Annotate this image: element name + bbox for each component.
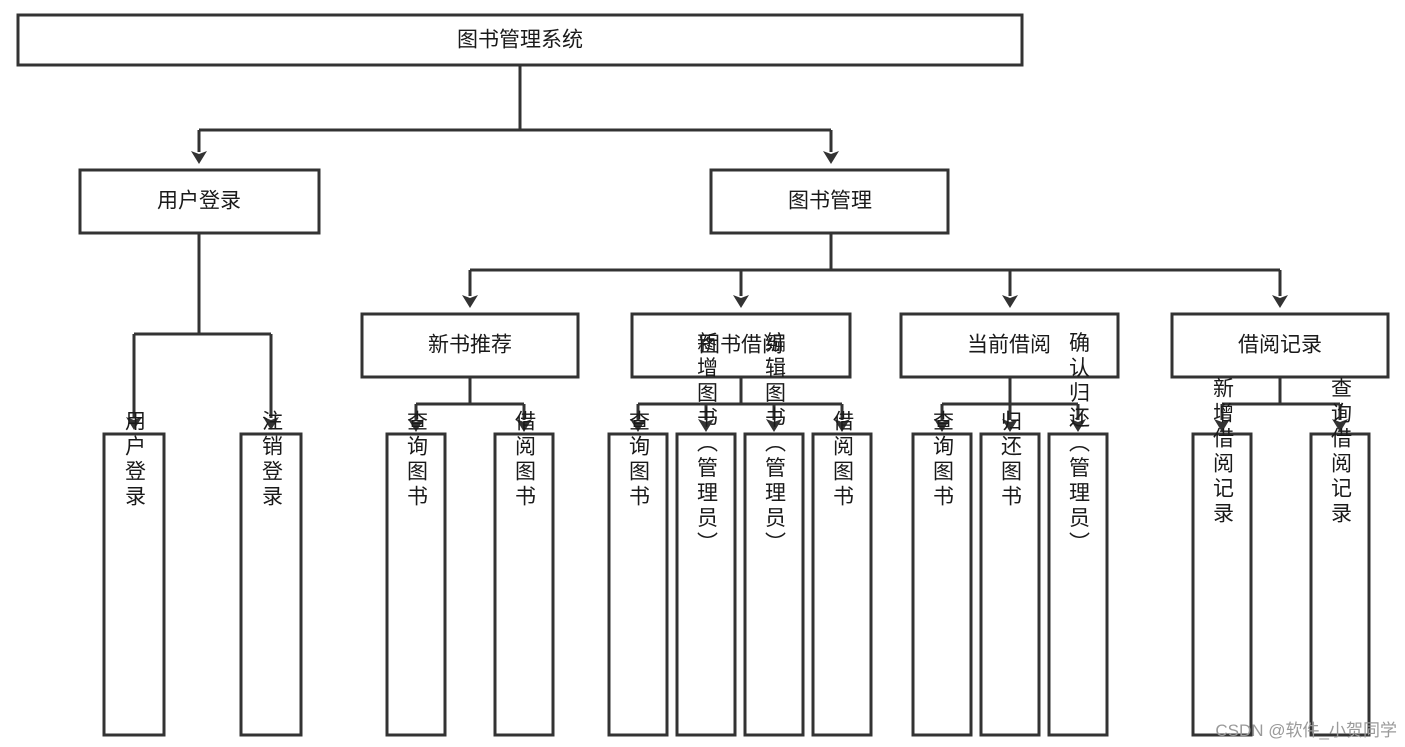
leaf-newbook-borrow-book-label: 借阅图书 [513, 410, 537, 510]
node-book-borrow[interactable]: 图书借阅 [630, 312, 852, 379]
leaf-record-add-record-box[interactable] [1191, 432, 1253, 737]
leaf-borrow-borrow-book[interactable]: 借阅图书 [811, 410, 873, 737]
node-root[interactable]: 图书管理系统 [16, 13, 1024, 67]
node-current-borrow-label: 当前借阅 [967, 334, 1051, 357]
leaf-borrow-edit-book-admin[interactable]: 编辑图书（管理员） [743, 332, 805, 737]
leaf-current-confirm-return-admin-label: 确认归还（管理员） [1067, 332, 1091, 557]
leaf-record-add-record[interactable]: 新增借阅记录 [1191, 377, 1253, 737]
leaf-logout-label: 注销登录 [260, 410, 284, 510]
leaf-user-login[interactable]: 用户登录 [102, 410, 166, 737]
node-user-login[interactable]: 用户登录 [78, 168, 321, 235]
connectors-newbook-children [408, 377, 532, 432]
connectors-manage-children [462, 233, 1288, 308]
leaf-current-query-book-box[interactable] [911, 432, 973, 737]
leaf-record-query-record-box[interactable] [1309, 432, 1371, 737]
node-borrow-record[interactable]: 借阅记录 [1170, 312, 1390, 379]
leaf-record-query-record[interactable]: 查询借阅记录 [1309, 377, 1371, 737]
leaf-newbook-borrow-book-box[interactable] [493, 432, 555, 737]
leaf-borrow-query-book[interactable]: 查询图书 [607, 410, 669, 737]
node-book-manage[interactable]: 图书管理 [709, 168, 950, 235]
leaf-user-login-box[interactable] [102, 432, 166, 737]
leaf-current-confirm-return-admin[interactable]: 确认归还（管理员） [1047, 332, 1109, 737]
leaf-current-query-book[interactable]: 查询图书 [911, 410, 973, 737]
node-book-borrow-box[interactable] [630, 312, 852, 379]
leaf-newbook-borrow-book[interactable]: 借阅图书 [493, 410, 555, 737]
leaf-newbook-query-book[interactable]: 查询图书 [385, 410, 447, 737]
leaf-current-return-book[interactable]: 归还图书 [979, 410, 1041, 737]
node-current-borrow[interactable]: 当前借阅 [899, 312, 1120, 379]
node-book-manage-label: 图书管理 [788, 190, 872, 213]
leaf-record-query-record-label: 查询借阅记录 [1329, 377, 1353, 527]
leaf-record-add-record-label: 新增借阅记录 [1211, 377, 1235, 527]
node-new-book-recommend-label: 新书推荐 [428, 334, 512, 357]
leaf-borrow-add-book-admin-box[interactable] [675, 432, 737, 737]
connectors-current-children [934, 377, 1086, 432]
leaf-borrow-borrow-book-box[interactable] [811, 432, 873, 737]
connectors-record-children [1214, 377, 1348, 432]
leaf-newbook-query-book-box[interactable] [385, 432, 447, 737]
leaf-borrow-query-book-box[interactable] [607, 432, 669, 737]
leaf-logout-box[interactable] [239, 432, 303, 737]
leaf-current-confirm-return-admin-box[interactable] [1047, 432, 1109, 737]
leaf-current-return-book-box[interactable] [979, 432, 1041, 737]
node-root-box[interactable] [16, 13, 1024, 67]
node-user-login-label: 用户登录 [157, 190, 241, 213]
leaf-user-login-label: 用户登录 [123, 410, 147, 510]
leaf-borrow-add-book-admin[interactable]: 新增图书（管理员） [675, 332, 737, 737]
node-new-book-recommend-box[interactable] [360, 312, 580, 379]
connectors-login-children [126, 233, 279, 430]
leaf-borrow-add-book-admin-label: 新增图书（管理员） [695, 332, 719, 557]
node-new-book-recommend[interactable]: 新书推荐 [360, 312, 580, 379]
leaf-current-query-book-label: 查询图书 [931, 410, 955, 510]
connectors-borrow-children [630, 377, 850, 432]
node-current-borrow-box[interactable] [899, 312, 1120, 379]
leaf-current-return-book-label: 归还图书 [999, 410, 1023, 510]
node-book-manage-box[interactable] [709, 168, 950, 235]
node-user-login-box[interactable] [78, 168, 321, 235]
leaf-logout[interactable]: 注销登录 [239, 410, 303, 737]
node-borrow-record-label: 借阅记录 [1238, 334, 1322, 357]
leaf-borrow-borrow-book-label: 借阅图书 [831, 410, 855, 510]
leaf-newbook-query-book-label: 查询图书 [405, 410, 429, 510]
leaf-borrow-query-book-label: 查询图书 [627, 410, 651, 510]
node-borrow-record-box[interactable] [1170, 312, 1390, 379]
leaf-borrow-edit-book-admin-label: 编辑图书（管理员） [763, 332, 787, 557]
node-root-label: 图书管理系统 [457, 29, 583, 52]
connectors-root-to-level2 [191, 65, 839, 164]
node-book-borrow-label: 图书借阅 [699, 334, 783, 357]
leaf-borrow-edit-book-admin-box[interactable] [743, 432, 805, 737]
